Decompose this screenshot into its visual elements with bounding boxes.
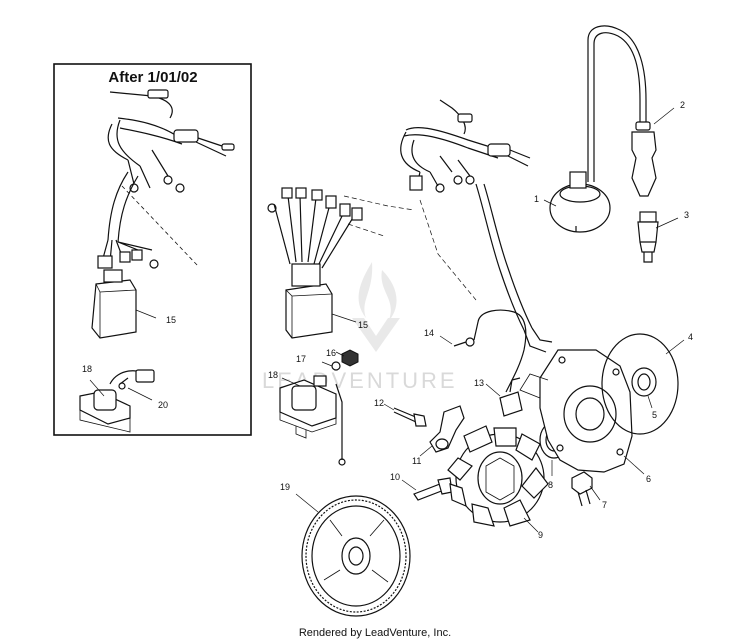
callout-14: 14 xyxy=(424,328,434,338)
callout-18-inset: 18 xyxy=(82,364,92,374)
callout-4: 4 xyxy=(688,332,693,342)
callout-19: 19 xyxy=(280,482,290,492)
main-wiring-harness xyxy=(400,99,553,353)
callout-17: 17 xyxy=(296,354,306,364)
bearing xyxy=(631,367,657,409)
case-screw xyxy=(571,471,601,507)
callout-10: 10 xyxy=(390,472,400,482)
inset-title: After 1/01/02 xyxy=(108,69,197,86)
callout-8: 8 xyxy=(548,480,553,490)
callout-6: 6 xyxy=(646,474,651,484)
spark-plug-wire-and-cap xyxy=(587,25,675,197)
nut-and-washer xyxy=(321,349,359,371)
callout-16: 16 xyxy=(326,348,336,358)
inset-starter-solenoid xyxy=(79,369,155,433)
watermark: LEADVENTURE xyxy=(262,262,455,393)
stator-screw xyxy=(383,403,427,427)
stator-assembly xyxy=(447,425,549,533)
inset-wiring-harness xyxy=(97,89,235,269)
inset-cdi-box xyxy=(91,269,157,339)
callout-5: 5 xyxy=(652,410,657,420)
callout-9: 9 xyxy=(538,530,543,540)
inset-panel: After 1/01/02 xyxy=(53,63,252,436)
spark-plug xyxy=(637,211,679,263)
callout-20: 20 xyxy=(158,400,168,410)
magneto-cover xyxy=(519,349,645,475)
leadventure-flame-logo xyxy=(352,262,400,352)
ignition-coil xyxy=(543,171,611,233)
inset-border xyxy=(53,63,252,436)
starter-solenoid xyxy=(279,375,346,466)
cdi-box xyxy=(267,187,415,339)
callout-3: 3 xyxy=(684,210,689,220)
callout-12: 12 xyxy=(374,398,384,408)
flywheel-screw xyxy=(401,477,453,501)
callout-18: 18 xyxy=(268,370,278,380)
callout-1: 1 xyxy=(534,194,539,204)
callout-13: 13 xyxy=(474,378,484,388)
pickup-sensor xyxy=(485,377,523,417)
callout-2: 2 xyxy=(680,100,685,110)
flywheel xyxy=(295,493,411,617)
ground-screw-and-wire xyxy=(439,309,527,393)
callout-15-inset: 15 xyxy=(166,315,176,325)
wire-clamp xyxy=(419,405,465,457)
callout-15: 15 xyxy=(358,320,368,330)
callout-7: 7 xyxy=(602,500,607,510)
o-ring xyxy=(601,333,685,435)
footer-credit: Rendered by LeadVenture, Inc. xyxy=(299,627,451,639)
callout-11: 11 xyxy=(412,456,421,466)
